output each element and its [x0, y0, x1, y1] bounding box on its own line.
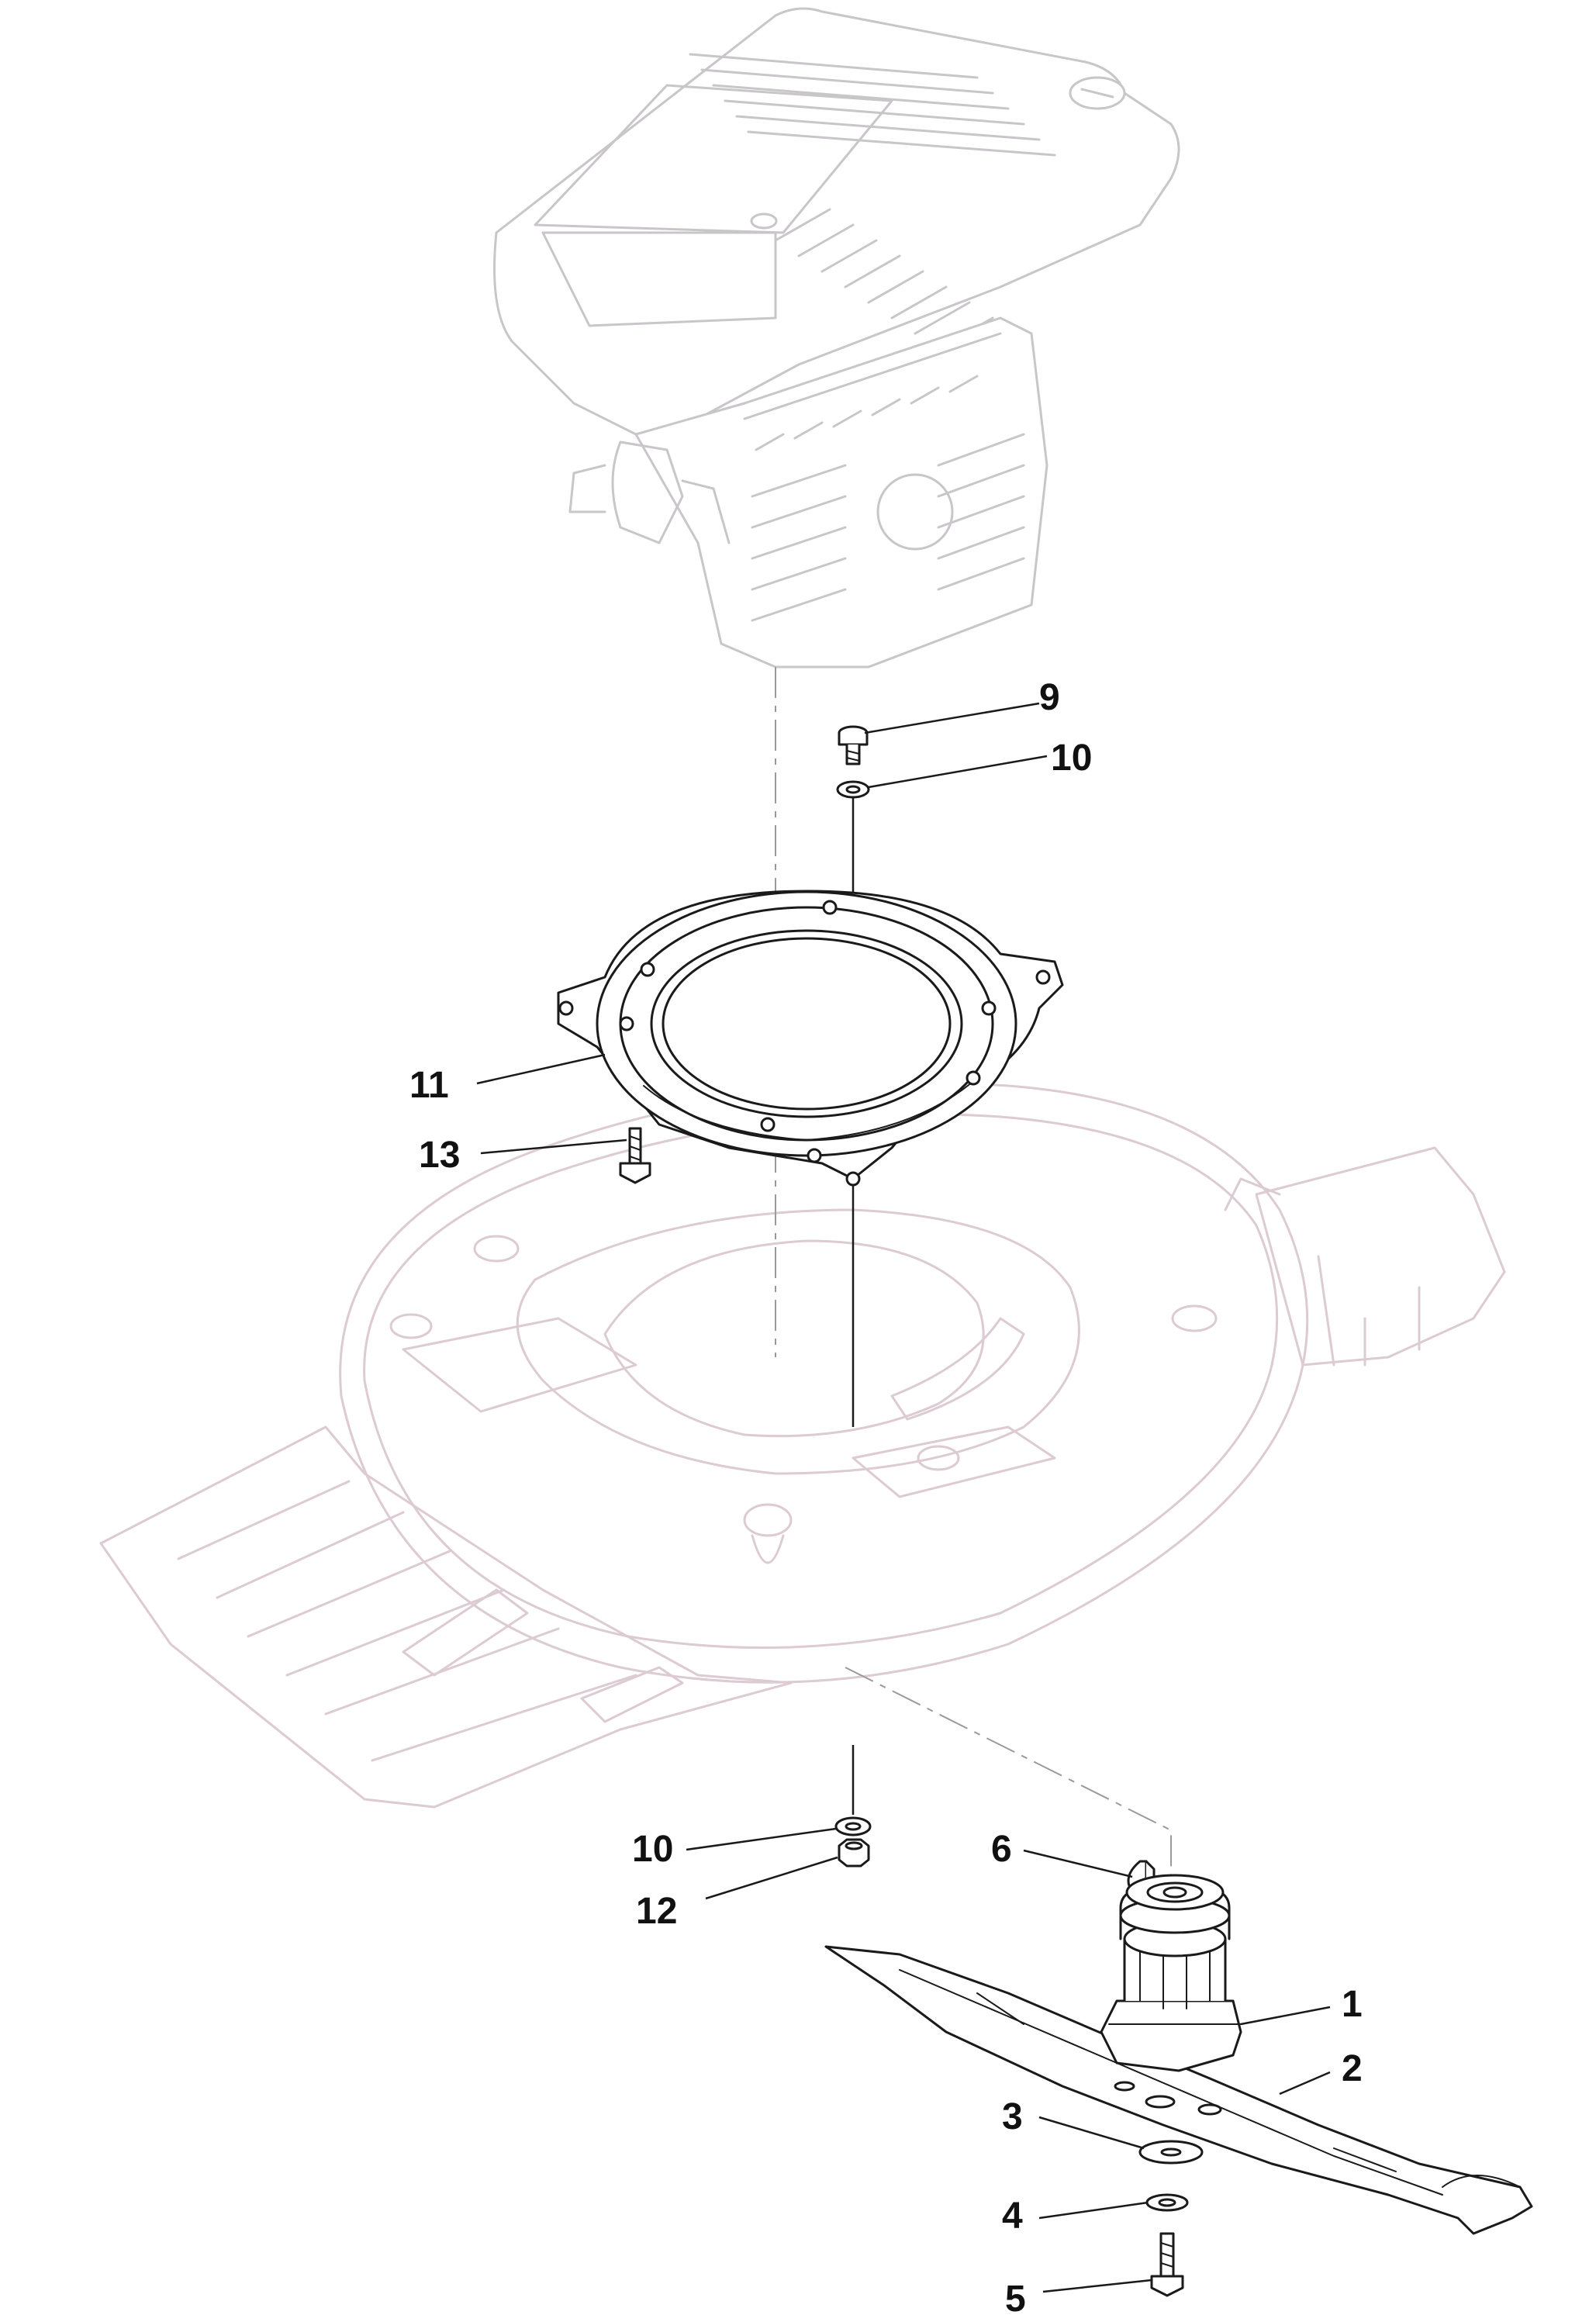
cutting-blade-icon: [824, 1945, 1533, 2235]
leader-lines: [476, 702, 1331, 2293]
washer-icon: [1138, 2140, 1204, 2165]
callout-11: 11: [409, 1065, 449, 1106]
bolt-icon: [838, 725, 869, 765]
callout-10: 10: [632, 1829, 673, 1870]
assembly-axes: [775, 667, 1172, 1916]
callout-9: 9: [1039, 677, 1060, 718]
washer-icon: [834, 1816, 872, 1836]
washer-icon: [836, 780, 870, 799]
bolt-icon: [619, 1127, 651, 1184]
callout-6: 6: [991, 1829, 1012, 1870]
mower-deck-ghost-icon: [99, 1082, 1506, 1809]
engine-ghost-icon: [493, 7, 1180, 669]
blade-hub-icon: [1100, 1874, 1242, 2072]
engine-flange-icon: [557, 890, 1064, 1187]
callout-3: 3: [1002, 2096, 1023, 2137]
callout-4: 4: [1002, 2196, 1023, 2237]
washer-icon: [1145, 2193, 1189, 2212]
callout-5: 5: [1005, 2279, 1026, 2315]
callout-labels: 9 10 11 13 10 12 6 1 2 3 4 5: [409, 677, 1363, 2315]
bolt-icon: [1150, 2232, 1184, 2297]
callout-1: 1: [1342, 1984, 1363, 2025]
callout-12: 12: [636, 1891, 677, 1932]
callout-13: 13: [419, 1135, 460, 1176]
callout-10: 10: [1051, 738, 1092, 779]
nut-icon: [838, 1838, 870, 1868]
callout-2: 2: [1342, 2048, 1363, 2089]
